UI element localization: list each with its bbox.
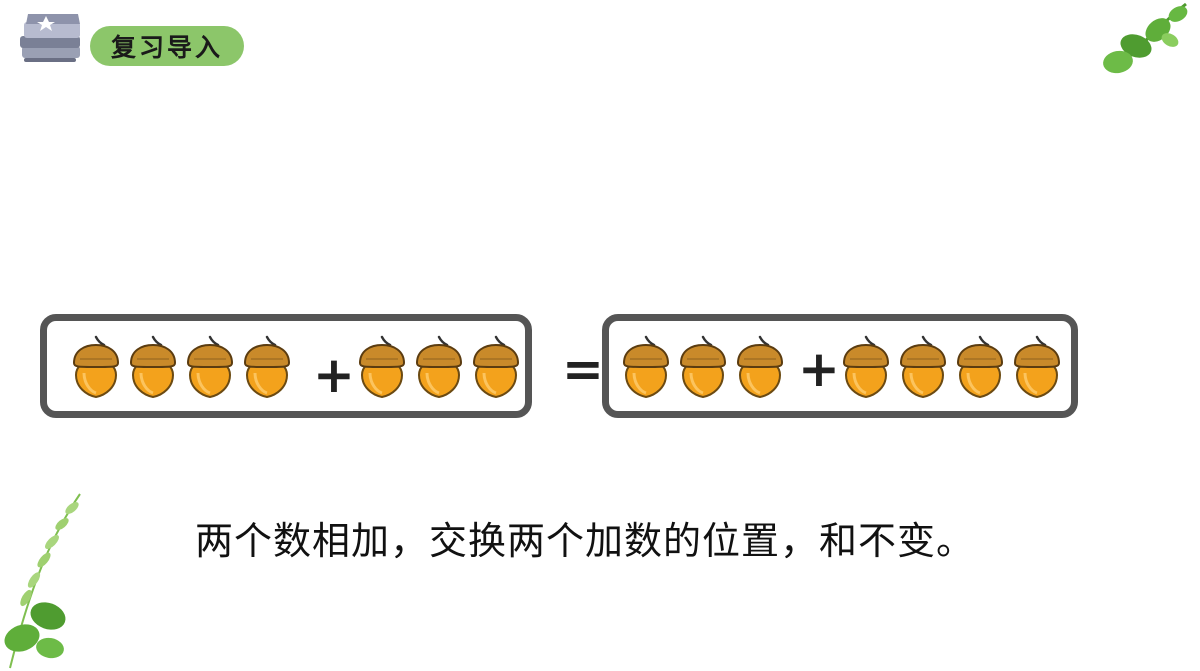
acorn-icon: [356, 333, 408, 399]
equals-sign: =: [562, 340, 604, 398]
acorn-icon: [620, 333, 672, 399]
page-title: 复习导入: [90, 26, 244, 66]
acorn-icon: [1011, 333, 1063, 399]
plus-sign-left: +: [313, 346, 355, 404]
acorn-icon: [897, 333, 949, 399]
leaf-decoration-top-right: [1103, 2, 1188, 74]
acorn-icon: [184, 333, 236, 399]
section-header: 复习导入: [18, 8, 258, 68]
acorn-icon: [70, 333, 122, 399]
leaf-decoration-bottom-left: [4, 493, 81, 669]
acorn-icon: [954, 333, 1006, 399]
acorn-icon: [241, 333, 293, 399]
rule-caption: 两个数相加，交换两个加数的位置，和不变。: [194, 519, 975, 563]
acorn-icon: [840, 333, 892, 399]
plus-sign-right: +: [798, 340, 840, 398]
acorn-icon: [470, 333, 522, 399]
acorn-icon: [413, 333, 465, 399]
acorn-icon: [127, 333, 179, 399]
acorn-icon: [734, 333, 786, 399]
acorn-icon: [677, 333, 729, 399]
books-icon: [20, 14, 80, 62]
